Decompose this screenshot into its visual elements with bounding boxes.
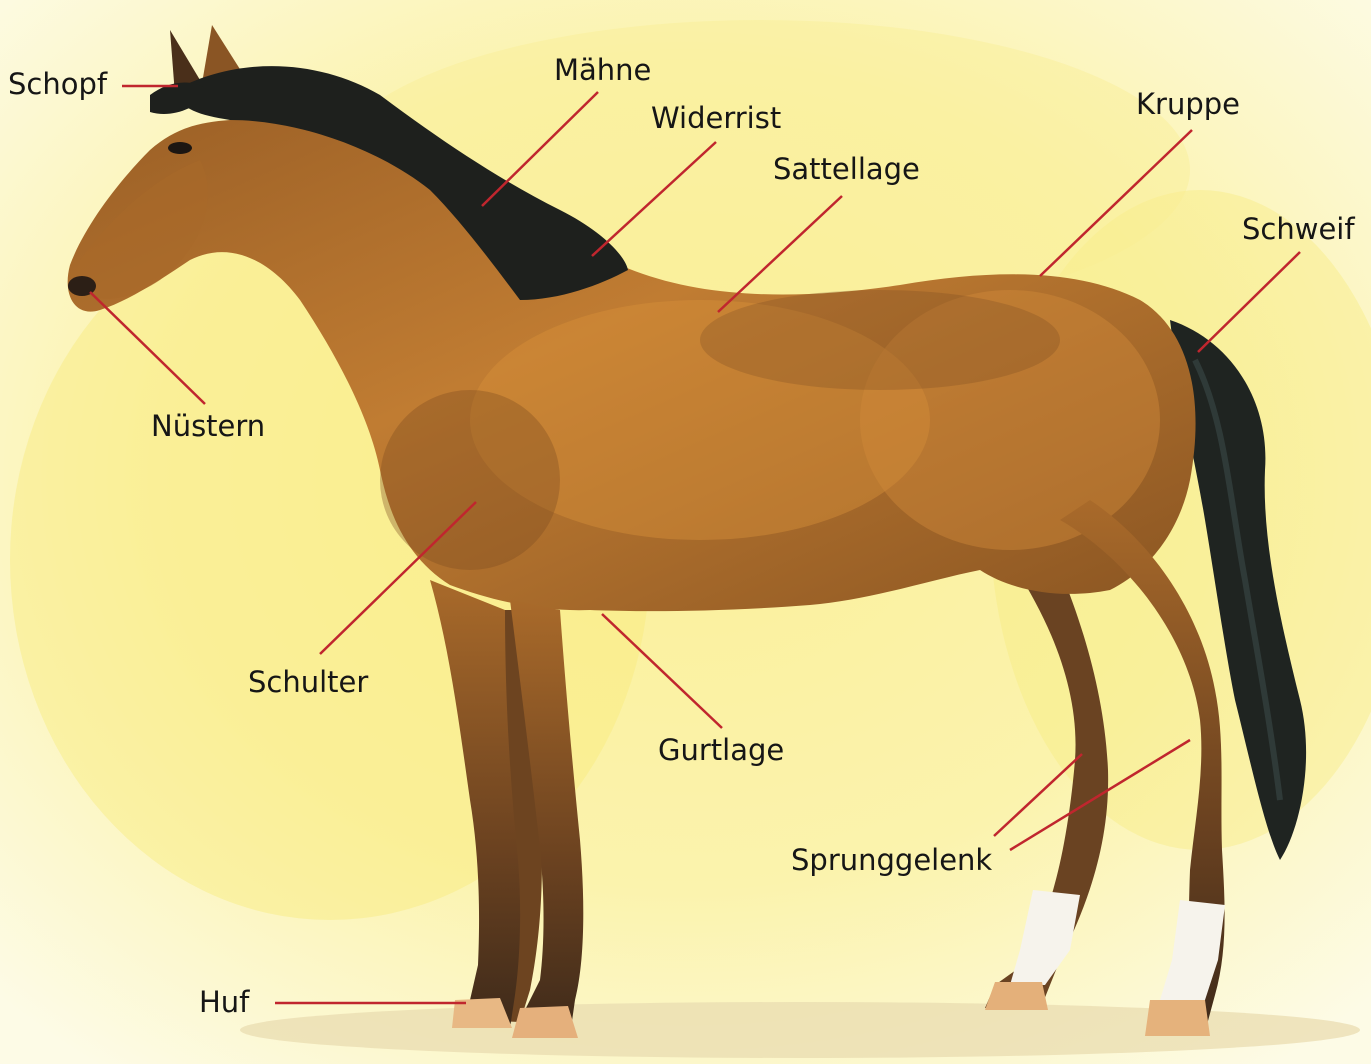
eye <box>168 142 192 154</box>
label-schopf: Schopf <box>8 70 107 99</box>
hoof-front-2 <box>512 1006 578 1038</box>
label-sattellage: Sattellage <box>773 155 920 184</box>
back-shade <box>700 290 1060 390</box>
shoulder-shade <box>380 390 560 570</box>
label-huf: Huf <box>199 988 249 1017</box>
label-schweif: Schweif <box>1242 215 1355 244</box>
label-widerrist: Widerrist <box>651 104 781 133</box>
hoof-hind-far <box>985 982 1048 1010</box>
label-sprunggelenk: Sprunggelenk <box>791 846 992 875</box>
hoof-hind-near <box>1145 1000 1210 1036</box>
label-schulter: Schulter <box>248 668 368 697</box>
label-gurtlage: Gurtlage <box>658 736 784 765</box>
label-nuestern: Nüstern <box>151 412 265 441</box>
label-kruppe: Kruppe <box>1136 90 1240 119</box>
label-maehne: Mähne <box>554 56 651 85</box>
